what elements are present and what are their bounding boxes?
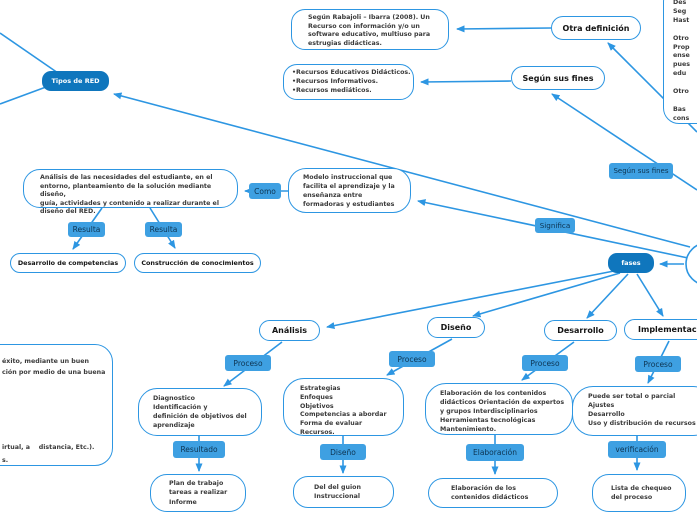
- box-recursos-tipos[interactable]: •Recursos Educativos Didácticos. •Recurs…: [283, 64, 414, 100]
- node-phase-analisis[interactable]: Análisis: [259, 320, 320, 341]
- node-phase-diseno[interactable]: Diseño: [427, 317, 485, 338]
- label-significa[interactable]: Significa: [535, 218, 575, 233]
- label-resulta-2[interactable]: Resulta: [145, 222, 182, 237]
- bottom-left-fragment-2: ción por medio de una buena: [2, 369, 106, 376]
- box-elaboracion-contenidos[interactable]: Elaboración de los contenidos didácticos: [428, 478, 558, 508]
- box-implementacion-detail[interactable]: Puede ser total o parcial Ajustes Desarr…: [572, 386, 697, 436]
- label-proceso-diseno[interactable]: Proceso: [389, 351, 435, 367]
- box-guion-instruccional[interactable]: Del del guion Instruccional: [293, 476, 394, 508]
- bottom-left-fragment-3: irtual, a distancia, Etc.).: [2, 444, 95, 451]
- label-proceso-implementacion[interactable]: Proceso: [635, 356, 681, 372]
- box-right-clipped[interactable]: [663, 0, 697, 124]
- label-resultado[interactable]: Resultado: [173, 441, 225, 458]
- box-lista-chequeo[interactable]: Lista de chequeo del proceso: [592, 474, 686, 512]
- node-desarrollo-competencias[interactable]: Desarrollo de competencias: [10, 253, 126, 273]
- node-phase-desarrollo[interactable]: Desarrollo: [544, 320, 617, 341]
- box-rabajoli-definition[interactable]: Según Rabajoli – Ibarra (2008). Un Recur…: [291, 9, 449, 50]
- label-proceso-analisis[interactable]: Proceso: [225, 355, 271, 371]
- node-otra-definicion[interactable]: Otra definición: [551, 16, 641, 40]
- node-construccion-conocimientos[interactable]: Construcción de conocimientos: [134, 253, 261, 273]
- label-resulta-1[interactable]: Resulta: [68, 222, 105, 237]
- node-phase-implementacion[interactable]: Implementación: [624, 319, 697, 340]
- label-proceso-desarrollo[interactable]: Proceso: [522, 355, 568, 371]
- label-verificacion[interactable]: verificación: [608, 441, 666, 458]
- box-bottom-left-clipped[interactable]: [0, 344, 113, 466]
- right-box-text-fragments: Des Seg Hast Otro Prop ense pues edu Otr…: [673, 0, 691, 122]
- box-desarrollo-detail[interactable]: Elaboración de los contenidos didácticos…: [425, 383, 573, 435]
- label-diseno-result[interactable]: Diseño: [320, 444, 366, 460]
- node-fases[interactable]: fases: [608, 253, 654, 273]
- label-segun-sus-fines[interactable]: Según sus fines: [609, 163, 673, 179]
- box-analisis-detail[interactable]: Diagnostico Identificación y definición …: [138, 388, 262, 436]
- box-modelo-instruccional[interactable]: Modelo instruccional que facilita el apr…: [288, 168, 411, 213]
- node-tipos-de-red[interactable]: Tipos de RED: [42, 71, 109, 91]
- box-diseno-detail[interactable]: Estrategias Enfoques Objetivos Competenc…: [283, 378, 404, 436]
- box-analisis-necesidades[interactable]: Análisis de las necesidades del estudian…: [23, 169, 238, 215]
- bottom-left-fragment-1: éxito, mediante un buen: [2, 358, 90, 365]
- box-plan-de-trabajo[interactable]: Plan de trabajo tareas a realizar Inform…: [150, 474, 246, 512]
- label-elaboracion[interactable]: Elaboración: [466, 444, 524, 461]
- bottom-left-fragment-4: s.: [2, 457, 9, 464]
- label-como[interactable]: Como: [249, 183, 281, 199]
- node-segun-sus-fines[interactable]: Según sus fines: [511, 66, 605, 90]
